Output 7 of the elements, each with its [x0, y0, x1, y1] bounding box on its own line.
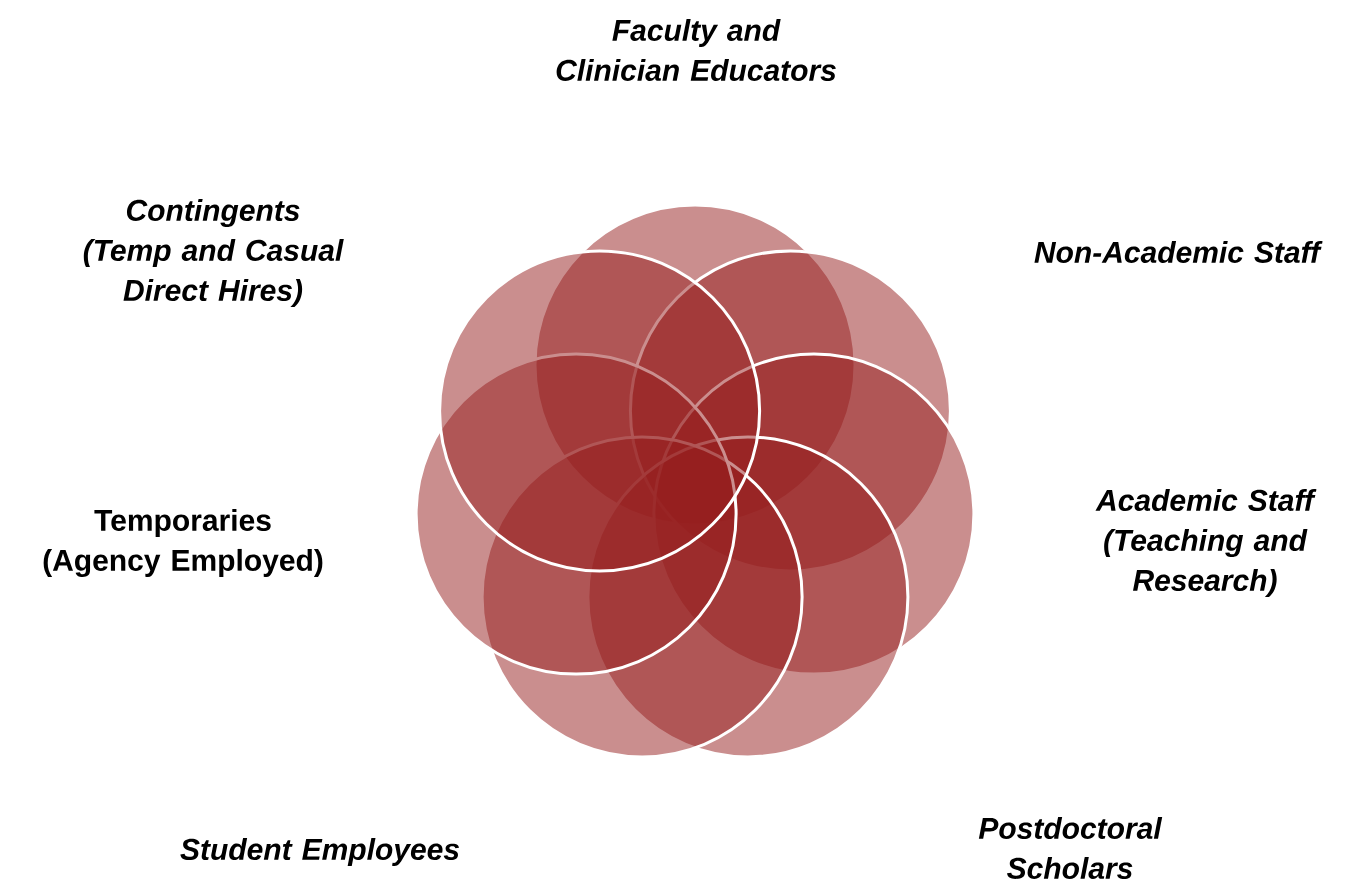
category-label: Academic Staff (Teaching and Research)	[1095, 489, 1317, 597]
category-label: Non-Academic Staff	[1034, 240, 1323, 263]
category-label: Faculty and Clinician Educators	[556, 18, 836, 81]
category-label: Contingents (Temp and Casual Direct Hires)	[83, 199, 344, 307]
category-label: Student Employees	[180, 838, 459, 866]
category-label: Temporaries (Agency Employed)	[43, 508, 323, 578]
category-label: Postdoctoral Scholars	[978, 816, 1163, 879]
